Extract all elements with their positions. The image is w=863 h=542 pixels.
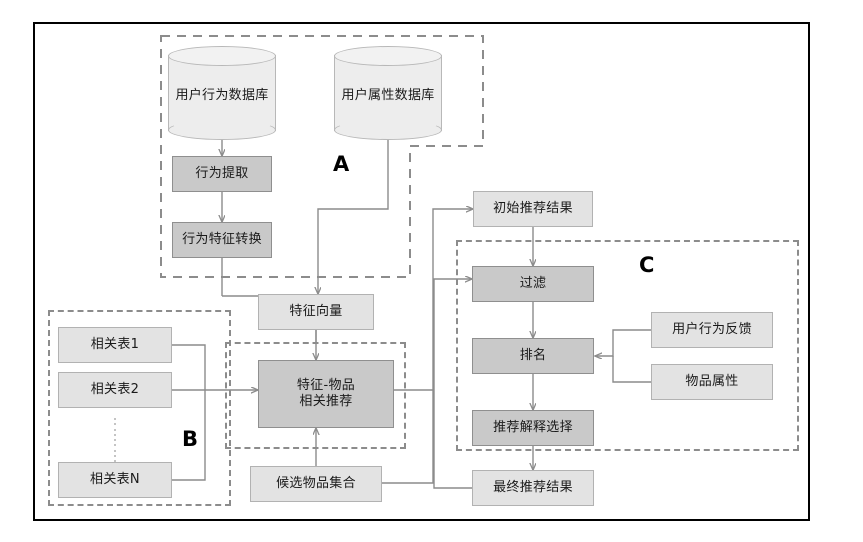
node-feature-item-recommendation[interactable]: 特征-物品 相关推荐 bbox=[258, 360, 394, 428]
db-user-behavior[interactable]: 用户行为数据库 bbox=[168, 46, 276, 140]
node-related-table-1[interactable]: 相关表1 bbox=[58, 327, 172, 363]
node-item-attributes[interactable]: 物品属性 bbox=[651, 364, 773, 400]
node-ranking[interactable]: 排名 bbox=[472, 338, 594, 374]
cylinder-body bbox=[168, 55, 276, 131]
cylinder-body bbox=[334, 55, 442, 131]
ellipsis-vertical-dots bbox=[114, 418, 116, 462]
group-b-dashed-boundary bbox=[48, 310, 231, 506]
group-label-c: C bbox=[639, 253, 655, 277]
node-candidate-item-set[interactable]: 候选物品集合 bbox=[250, 466, 382, 502]
cylinder-top-ellipse bbox=[168, 46, 276, 66]
node-feature-vector[interactable]: 特征向量 bbox=[258, 294, 374, 330]
db-user-behavior-label: 用户行为数据库 bbox=[175, 87, 269, 103]
cylinder-top-ellipse bbox=[334, 46, 442, 66]
node-behavior-feature-transform[interactable]: 行为特征转换 bbox=[172, 222, 272, 258]
group-label-b: B bbox=[182, 427, 199, 451]
node-user-behavior-feedback[interactable]: 用户行为反馈 bbox=[651, 312, 773, 348]
node-initial-recommendation-result[interactable]: 初始推荐结果 bbox=[473, 191, 593, 227]
node-feature-item-recommendation-line1: 特征-物品 bbox=[296, 377, 356, 393]
cylinder-bottom-ellipse bbox=[334, 120, 442, 140]
node-related-table-n[interactable]: 相关表N bbox=[58, 462, 172, 498]
db-user-attribute-label: 用户属性数据库 bbox=[341, 87, 435, 103]
node-filter[interactable]: 过滤 bbox=[472, 266, 594, 302]
node-final-recommendation-result[interactable]: 最终推荐结果 bbox=[472, 470, 594, 506]
node-recommendation-explanation-selection[interactable]: 推荐解释选择 bbox=[472, 410, 594, 446]
group-label-a: A bbox=[333, 152, 350, 176]
node-related-table-2[interactable]: 相关表2 bbox=[58, 372, 172, 408]
node-behavior-extraction[interactable]: 行为提取 bbox=[172, 156, 272, 192]
cylinder-bottom-ellipse bbox=[168, 120, 276, 140]
db-user-attribute[interactable]: 用户属性数据库 bbox=[334, 46, 442, 140]
node-feature-item-recommendation-line2: 相关推荐 bbox=[299, 394, 353, 409]
